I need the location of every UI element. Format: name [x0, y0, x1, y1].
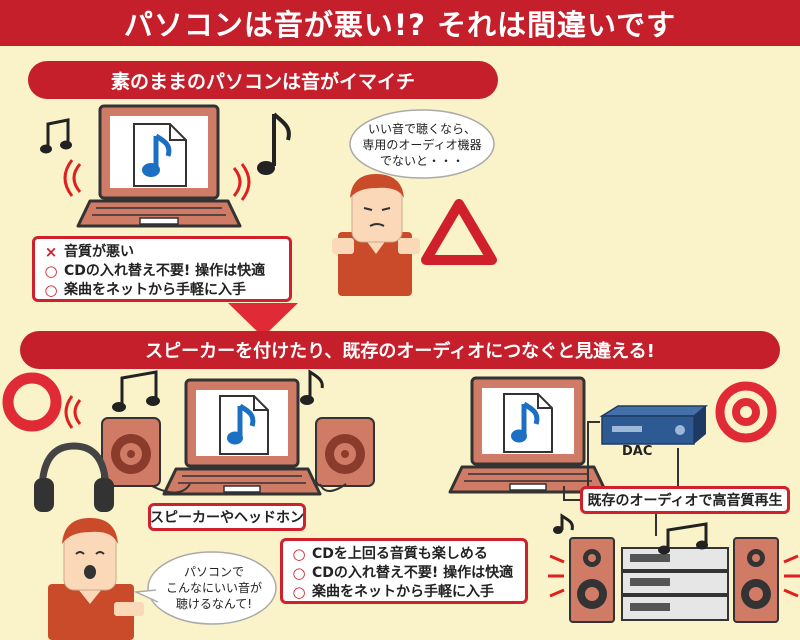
triangle-icon: [421, 199, 497, 265]
section1-heading: 素のままのパソコンは音がイマイチ: [110, 70, 415, 93]
list-item: ○CDを上回る音質も楽しめる: [292, 545, 488, 563]
sound-wave-right-icon: [232, 163, 251, 201]
stereo-system-icon: [548, 513, 800, 623]
list-item: ○CDの入れ替え不要! 操作は快適: [292, 564, 514, 582]
music-note-icon: [40, 118, 72, 154]
speaker-icon: [315, 417, 375, 487]
list-item: ×音質が悪い: [44, 243, 134, 261]
double-circle-icon: [715, 381, 777, 443]
dac-device-icon: [599, 405, 709, 445]
list-item: ○CDの入れ替え不要! 操作は快適: [44, 262, 266, 280]
music-note-icon: [257, 112, 291, 175]
list-item: ○楽曲をネットから手軽に入手: [44, 281, 246, 299]
existing-audio-label: 既存のオーディオで高音質再生: [580, 486, 790, 514]
speaker-icon: [101, 417, 161, 487]
music-file-icon: [133, 123, 187, 187]
speech-bubble: [133, 551, 277, 625]
section2-feature-list: ○CDを上回る音質も楽しめる ○CDの入れ替え不要! 操作は快適 ○楽曲をネット…: [280, 538, 528, 604]
speech-bubble-text: パソコンで こんなにいい音が 聴けるなんて!: [165, 565, 262, 611]
laptop-icon: [162, 378, 322, 496]
cable-icon: [151, 483, 347, 494]
page-title: パソコンは音が悪い!? それは間違いです: [123, 8, 677, 42]
down-arrow-icon: [228, 303, 298, 337]
happy-person-icon: [48, 518, 144, 640]
circle-icon: [2, 372, 62, 432]
list-item: ○楽曲をネットから手軽に入手: [292, 583, 494, 601]
sound-wave-left-icon: [63, 159, 82, 197]
section2-heading-band: スピーカーを付けたり、既存のオーディオにつなぐと見違える!: [20, 331, 780, 369]
section1-heading-band: 素のままのパソコンは音がイマイチ: [28, 61, 498, 99]
worried-person-icon: [332, 174, 420, 296]
music-file-icon: [503, 393, 553, 453]
section2-heading: スピーカーを付けたり、既存のオーディオにつなぐと見違える!: [145, 341, 655, 362]
sound-wave-left-icon: [64, 395, 82, 429]
dac-label: DAC: [622, 444, 653, 459]
headphones-icon: [34, 442, 114, 512]
title-banner: パソコンは音が悪い!? それは間違いです: [0, 0, 800, 46]
thought-bubble-text: いい音で聴くなら、 専用のオーディオ機器 でないと・・・: [362, 122, 482, 168]
music-note-icon: [112, 370, 160, 412]
section1-feature-list: ×音質が悪い ○CDの入れ替え不要! 操作は快適 ○楽曲をネットから手軽に入手: [32, 236, 292, 302]
music-file-icon: [219, 395, 269, 455]
speaker-headphone-label: スピーカーやヘッドホン: [148, 503, 306, 531]
music-note-icon: [300, 369, 324, 405]
